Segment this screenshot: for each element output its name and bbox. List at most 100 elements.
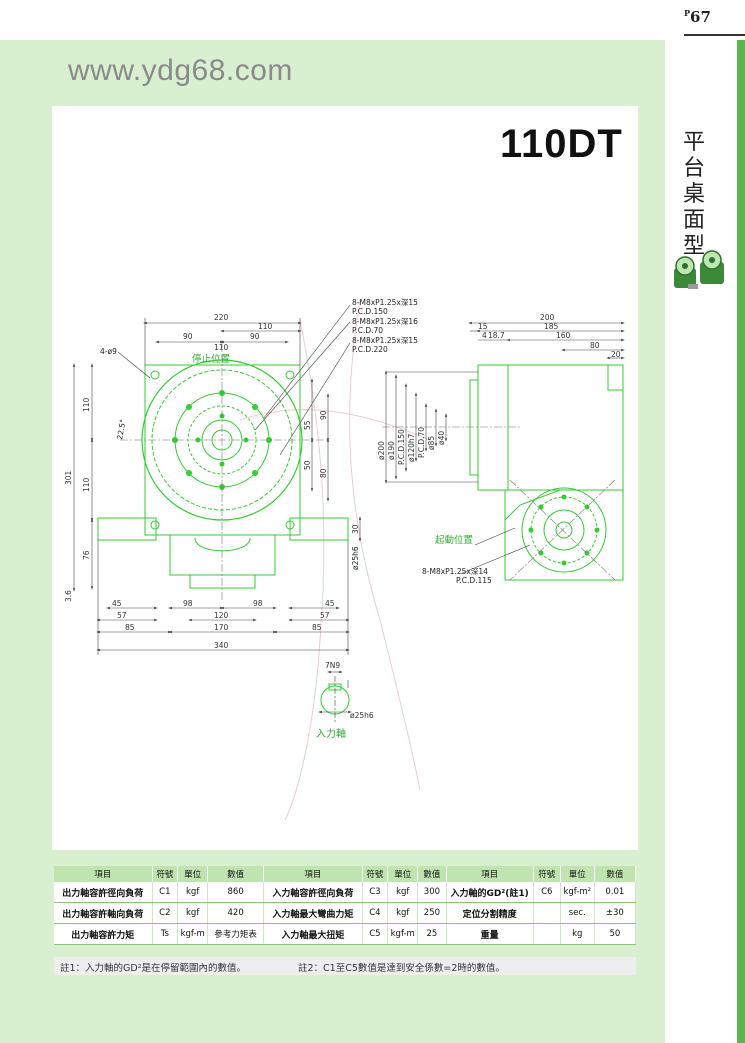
indexer-thumbnail-icon	[674, 250, 724, 289]
dim-label: 76	[82, 550, 91, 560]
side-view	[469, 364, 624, 581]
angle-label: 22.5°	[115, 418, 127, 440]
watermark	[239, 299, 431, 821]
table-cell: 入力軸最大扭矩	[263, 923, 363, 945]
dim-label: 98	[253, 599, 263, 608]
dim-label: 185	[544, 322, 559, 331]
table-header-row: 項目 符號 單位 數值 項目 符號 單位 數值 項目 符號 單位 數值	[54, 866, 637, 882]
table-row: 出力軸容許軸向負荷 C2 kgf 420 入力軸最大彎曲力矩 C4 kgf 25…	[54, 902, 637, 924]
table-cell: C6	[533, 882, 561, 903]
table-cell: 0.01	[594, 882, 637, 903]
dim-label: ø40	[437, 431, 446, 445]
table-cell: C2	[152, 902, 179, 924]
col-header: 項目	[54, 866, 153, 882]
dim-label: ø200	[377, 441, 386, 460]
dim-label: 90	[319, 410, 328, 420]
dim-label: 110	[82, 397, 91, 412]
col-header: 項目	[446, 866, 534, 882]
dim-label: 3.6	[64, 590, 73, 602]
col-header: 項目	[263, 866, 363, 882]
dim-label: ø190	[387, 441, 396, 460]
table-cell: C1	[152, 882, 179, 903]
table-cell: sec.	[560, 902, 595, 924]
side-dimensions	[384, 321, 625, 575]
table-row: 出力軸容許徑向負荷 C1 kgf 860 入力軸容許徑向負荷 C3 kgf 30…	[54, 882, 637, 903]
dim-label: 45	[112, 599, 122, 608]
hole-note: 8-M8xP1.25x深15	[352, 298, 418, 307]
table-cell: 25	[417, 923, 447, 945]
top-rule	[684, 34, 745, 36]
dim-label: 90	[250, 332, 260, 341]
notes-bar: 註1：入力軸的GD²是在停留範圍內的數值。 註2：C1至C5數值是達到安全係數=…	[54, 957, 636, 975]
table-cell: 重量	[446, 923, 534, 945]
table-cell	[533, 923, 561, 945]
pcd-note: P.C.D.115	[456, 576, 492, 585]
shaft-dia-label: ø25h6	[350, 711, 374, 720]
category-char: 型	[682, 234, 705, 259]
col-header: 數值	[594, 866, 637, 882]
front-centerlines	[120, 340, 330, 600]
category-char: 台	[682, 156, 705, 181]
technical-drawing: 220 110 90 90 110 110 110 301 76 3.6 90 …	[64, 298, 625, 821]
dim-label: ø85	[427, 436, 436, 450]
dim-label: 20	[611, 350, 621, 359]
table-cell	[533, 902, 561, 924]
table-cell: kgf	[387, 902, 419, 924]
col-header: 單位	[560, 866, 595, 882]
dim-label: 57	[320, 611, 330, 620]
table-cell: C5	[362, 923, 389, 945]
spec-table: 項目 符號 單位 數值 項目 符號 單位 數值 項目 符號 單位 數值 出力軸容…	[54, 866, 637, 945]
col-header: 符號	[533, 866, 561, 882]
drawing-area	[52, 106, 638, 850]
dim-label: 80	[319, 468, 328, 478]
table-cell: 300	[417, 882, 447, 903]
dim-label: 85	[312, 623, 322, 632]
dim-label: 220	[214, 313, 229, 322]
table-cell: kgf-m	[387, 923, 419, 945]
table-cell: 420	[207, 902, 265, 924]
start-position-label: 起動位置	[435, 534, 473, 546]
dim-label: 55	[303, 420, 312, 430]
dim-label: 15	[478, 322, 488, 331]
dim-label: ø120h7	[407, 433, 416, 462]
dim-label: 110	[82, 477, 91, 492]
table-cell: kgf-m²	[560, 882, 595, 903]
category-char: 面	[682, 208, 705, 233]
dim-label: 50	[303, 460, 312, 470]
table-cell: kg	[560, 923, 595, 945]
table-cell: C4	[362, 902, 389, 924]
dim-label: 200	[540, 313, 555, 322]
table-cell: kgf-m	[177, 923, 209, 945]
table-row: 出力軸容許力矩 Ts kgf-m 參考力矩表 入力軸最大扭矩 C5 kgf-m …	[54, 923, 637, 945]
side-dimension-labels: 200 185 15 4 18.7 160 80 20 ø200 ø190 P.…	[377, 313, 621, 465]
dim-label: 301	[64, 470, 73, 485]
table-cell: Ts	[152, 923, 179, 945]
corner-hole-note: 4-ø9	[100, 347, 117, 356]
dim-label: 160	[556, 331, 571, 340]
table-cell: 入力軸的GD²(註1)	[446, 882, 534, 903]
table-cell: kgf	[387, 882, 419, 903]
col-header: 數值	[207, 866, 265, 882]
table-cell: 出力軸容許軸向負荷	[54, 902, 153, 924]
dim-label: 80	[590, 341, 600, 350]
dim-label: 30	[351, 524, 360, 534]
col-header: 數值	[417, 866, 447, 882]
table-cell: 250	[417, 902, 447, 924]
col-header: 符號	[152, 866, 179, 882]
dim-label: 90	[183, 332, 193, 341]
website-url[interactable]: www.ydg68.com	[68, 54, 293, 87]
front-view	[97, 359, 349, 589]
table-cell: 出力軸容許力矩	[54, 923, 153, 945]
hole-note: 8-M8xP1.25x深16	[352, 317, 418, 326]
col-header: 單位	[387, 866, 419, 882]
note-1: 註1：入力軸的GD²是在停留範圍內的數值。	[60, 963, 247, 974]
side-centerlines	[382, 426, 616, 581]
table-cell: 出力軸容許徑向負荷	[54, 882, 153, 903]
callout-labels: 8-M8xP1.25x深15 P.C.D.150 8-M8xP1.25x深16 …	[100, 298, 492, 585]
category-char: 桌	[682, 182, 705, 207]
dim-label: 18.7	[488, 331, 505, 340]
dim-label: 85	[125, 623, 135, 632]
table-cell: 860	[207, 882, 265, 903]
dim-label: 170	[214, 623, 229, 632]
dim-label: P.C.D.150	[397, 429, 406, 465]
